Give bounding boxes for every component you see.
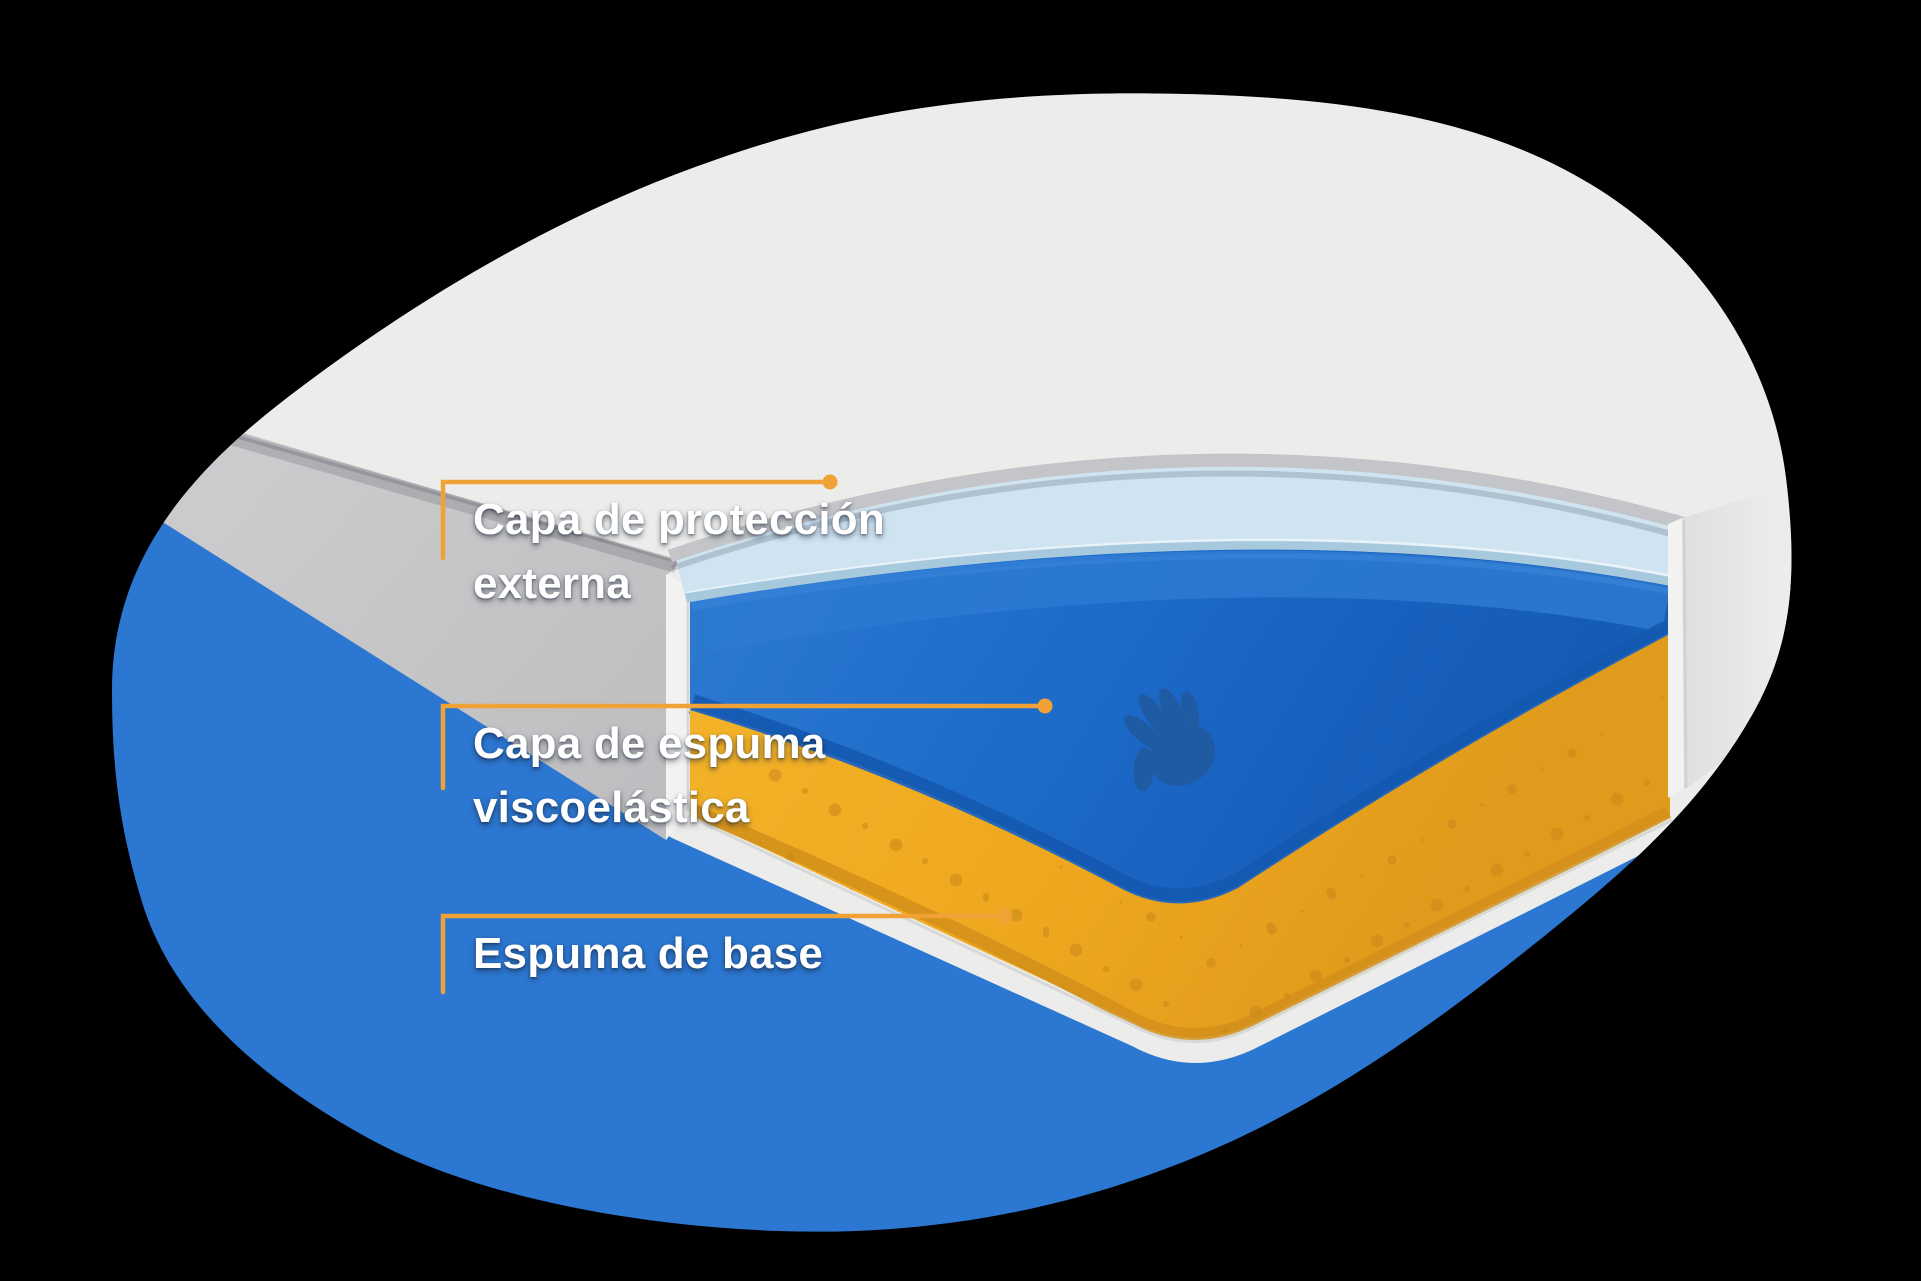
label-line: Capa de espuma: [473, 719, 826, 768]
label-line: externa: [473, 559, 631, 608]
memory-foam-top-band: [702, 553, 1671, 652]
callout-line-3: [440, 913, 1001, 995]
cover-edge-arc-shadow: [671, 470, 1683, 571]
label-espuma-base: Espuma de base: [473, 922, 823, 986]
cut-edge-right-shading: [1682, 519, 1688, 789]
cover-cut-face: [685, 541, 1673, 603]
hand-imprint-icon: [1123, 688, 1215, 792]
cover-edge-arc: [667, 453, 1688, 563]
callout-dot-3: [997, 908, 1013, 924]
callout-dot-2: [1037, 698, 1053, 714]
label-line: Capa de protección: [473, 495, 885, 544]
label-capa-espuma-viscoelastica: Capa de espuma viscoelástica: [473, 712, 825, 840]
callout-dot-1: [822, 474, 838, 490]
label-line: Espuma de base: [473, 929, 824, 978]
callouts: [440, 474, 1053, 995]
cover-cut-edge-right: [1668, 518, 1684, 798]
callout-line-2: [440, 703, 1041, 791]
memory-foam-top-highlight: [691, 550, 1669, 610]
label-capa-proteccion-externa: Capa de protección externa: [473, 488, 885, 616]
memory-foam-bevel: [689, 621, 1673, 909]
base-foam-bevel: [689, 804, 1671, 1041]
callout-line-1: [440, 479, 827, 561]
callout-capa-espuma: [440, 698, 1053, 791]
callout-espuma-base: [440, 908, 1013, 995]
protective-cover-layer: [676, 465, 1680, 600]
cover-edge-highlight: [685, 538, 1673, 595]
label-line: viscoelástica: [473, 783, 750, 832]
mattress-left-face: [150, 420, 680, 840]
bottom-cover-band-edge: [687, 814, 1673, 1043]
callout-capa-proteccion: [440, 474, 838, 561]
